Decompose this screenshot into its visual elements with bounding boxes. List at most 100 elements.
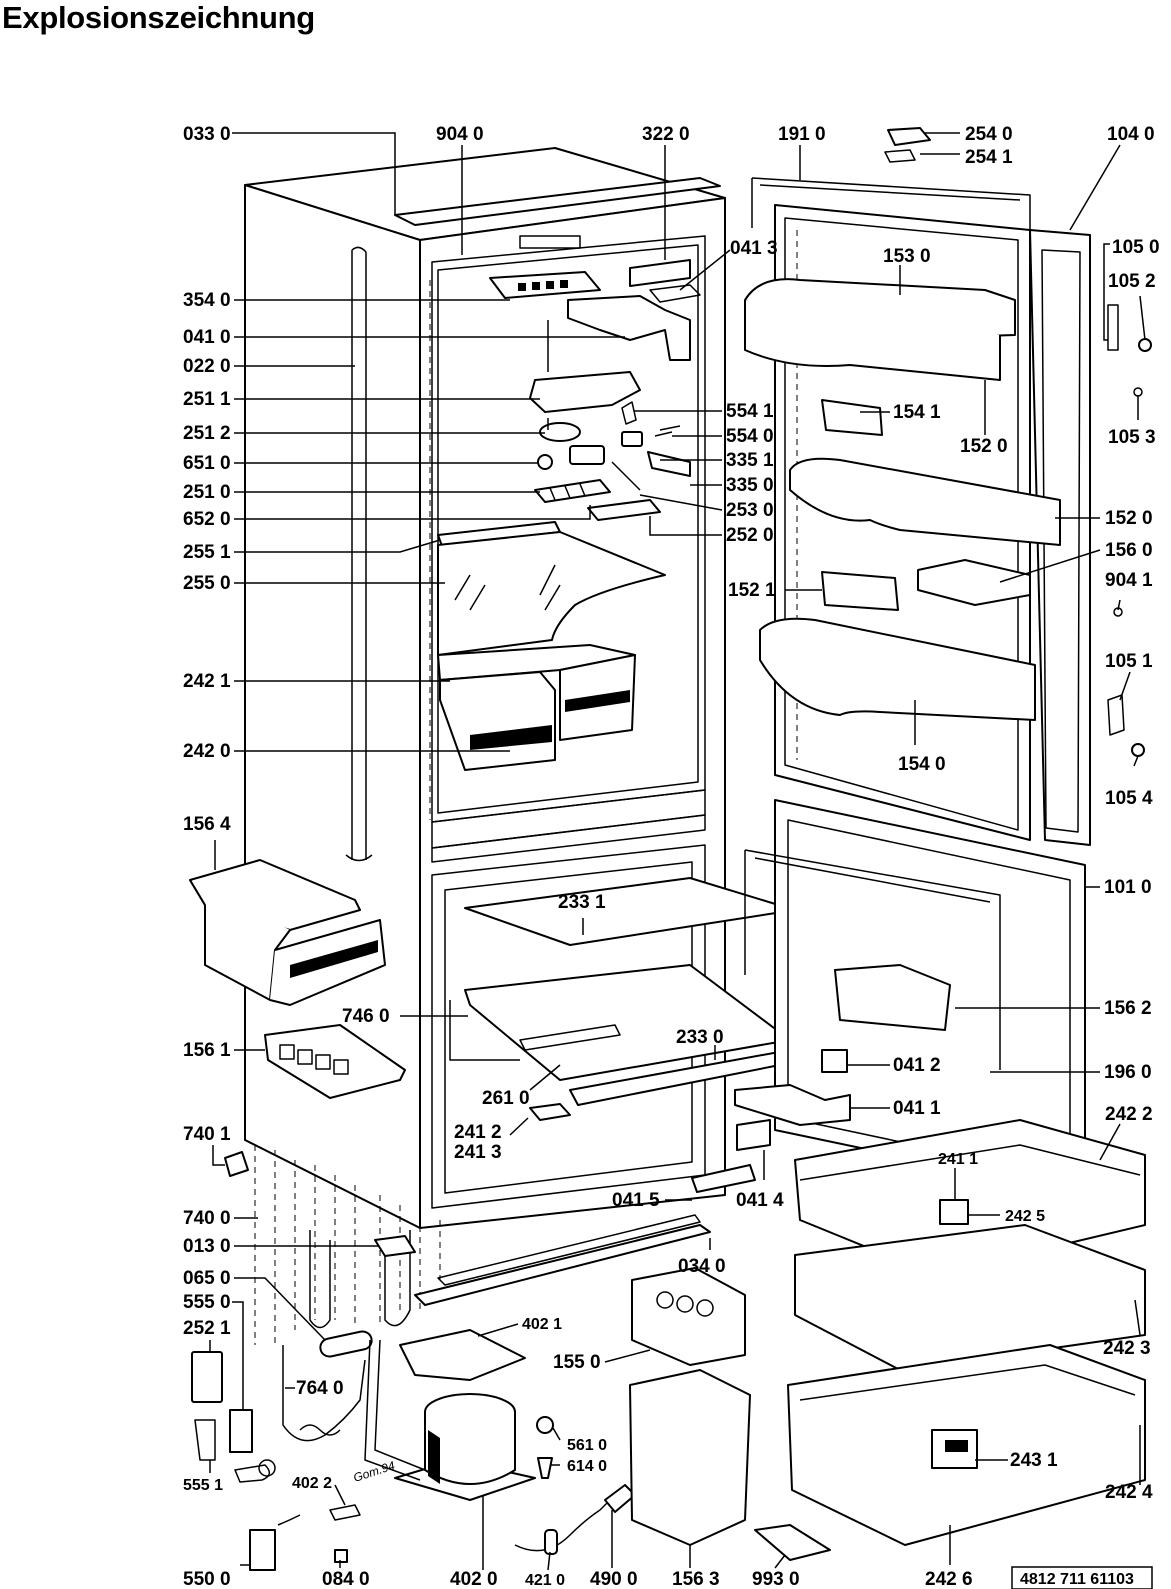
label-322-0: 322 0 [642, 124, 690, 145]
label-251-0: 251 0 [183, 482, 231, 503]
document-number-box: 4812 711 61103 [1011, 1566, 1153, 1589]
label-065-0: 065 0 [183, 1268, 231, 1289]
label-022-0: 022 0 [183, 356, 231, 377]
label-041-0: 041 0 [183, 327, 231, 348]
label-561-0: 561 0 [567, 1437, 607, 1454]
label-105-2: 105 2 [1108, 271, 1156, 292]
label-105-3: 105 3 [1108, 427, 1156, 448]
label-153-0: 153 0 [883, 246, 931, 267]
gasket-strip [345, 246, 373, 862]
vegetable-drawers [437, 644, 636, 771]
label-242-3: 242 3 [1103, 1338, 1151, 1359]
label-253-0: 253 0 [726, 500, 774, 521]
label-550-0: 550 0 [183, 1569, 231, 1589]
label-335-1: 335 1 [726, 450, 774, 471]
label-191-0: 191 0 [778, 124, 826, 145]
compressor [249, 1329, 636, 1571]
label-241-3: 241 3 [454, 1142, 502, 1163]
label-152-0-lower: 152 0 [1105, 508, 1153, 529]
label-764-0: 764 0 [296, 1378, 344, 1399]
label-034-0: 034 0 [678, 1256, 726, 1277]
label-251-2: 251 2 [183, 423, 231, 444]
label-233-0: 233 0 [676, 1027, 724, 1048]
label-152-1: 152 1 [728, 580, 776, 601]
label-402-2: 402 2 [292, 1475, 332, 1492]
label-154-1: 154 1 [893, 402, 941, 423]
fridge-door [744, 127, 1152, 846]
label-156-4: 156 4 [183, 814, 231, 835]
page-title: Explosionszeichnung [2, 0, 315, 35]
label-041-2: 041 2 [893, 1055, 941, 1076]
label-254-1: 254 1 [965, 147, 1013, 168]
misc-boxes [629, 1267, 831, 1561]
label-156-1: 156 1 [183, 1040, 231, 1061]
label-251-1: 251 1 [183, 389, 231, 410]
label-041-5: 041 5 [612, 1190, 660, 1211]
label-614-0: 614 0 [567, 1458, 607, 1475]
label-554-0: 554 0 [726, 426, 774, 447]
label-041-3: 041 3 [730, 238, 778, 259]
label-740-1: 740 1 [183, 1124, 231, 1145]
label-101-0: 101 0 [1104, 877, 1152, 898]
label-152-0-upper: 152 0 [960, 436, 1008, 457]
bracket-740-1 [224, 1151, 249, 1177]
label-740-0: 740 0 [183, 1208, 231, 1229]
label-242-2: 242 2 [1105, 1104, 1153, 1125]
label-242-5: 242 5 [1005, 1208, 1045, 1225]
label-156-3: 156 3 [672, 1569, 720, 1589]
label-904-1: 904 1 [1105, 570, 1153, 591]
capillary-764-0 [282, 1345, 366, 1442]
label-084-0: 084 0 [322, 1569, 370, 1589]
label-243-1: 243 1 [1010, 1450, 1058, 1471]
label-335-0: 335 0 [726, 475, 774, 496]
condenser-coil [254, 1145, 711, 1358]
label-196-0: 196 0 [1104, 1062, 1152, 1083]
label-041-1: 041 1 [893, 1098, 941, 1119]
label-554-1: 554 1 [726, 401, 774, 422]
label-233-1: 233 1 [558, 892, 606, 913]
label-242-4: 242 4 [1105, 1482, 1153, 1503]
label-241-2: 241 2 [454, 1122, 502, 1143]
label-241-1: 241 1 [938, 1151, 978, 1168]
label-555-0: 555 0 [183, 1292, 231, 1313]
switch-parts [191, 1351, 276, 1483]
freezer-drawers [787, 1119, 1146, 1546]
label-252-0: 252 0 [726, 525, 774, 546]
label-254-0: 254 0 [965, 124, 1013, 145]
label-105-1: 105 1 [1105, 651, 1153, 672]
document-number: 4812 711 61103 [1020, 1571, 1134, 1588]
leader-lines [209, 132, 1146, 1571]
label-104-0: 104 0 [1107, 124, 1155, 145]
ice-box [189, 859, 386, 1006]
freezer-shelves [449, 877, 796, 1121]
label-421-0: 421 0 [525, 1572, 565, 1589]
label-402-1: 402 1 [522, 1316, 562, 1333]
label-154-0: 154 0 [898, 754, 946, 775]
label-033-0: 033 0 [183, 124, 231, 145]
label-105-0: 105 0 [1112, 237, 1160, 258]
label-904-0: 904 0 [436, 124, 484, 145]
label-746-0: 746 0 [342, 1006, 390, 1027]
clip-013-0 [374, 1235, 416, 1257]
label-402-0: 402 0 [450, 1569, 498, 1589]
label-555-1: 555 1 [183, 1477, 223, 1494]
label-261-0: 261 0 [482, 1088, 530, 1109]
label-013-0: 013 0 [183, 1236, 231, 1257]
glass-shelf [437, 521, 666, 656]
label-105-4: 105 4 [1105, 788, 1153, 809]
part-labels: 033 0 904 0 322 0 191 0 254 0 254 1 104 … [183, 124, 1160, 1589]
label-242-6: 242 6 [925, 1569, 973, 1589]
label-242-0: 242 0 [183, 741, 231, 762]
label-651-0: 651 0 [183, 453, 231, 474]
thermostat-assembly [489, 259, 701, 521]
label-252-1: 252 1 [183, 1318, 231, 1339]
label-041-4: 041 4 [736, 1190, 784, 1211]
ice-tray [264, 1024, 406, 1099]
label-354-0: 354 0 [183, 290, 231, 311]
label-993-0: 993 0 [752, 1569, 800, 1589]
label-255-0: 255 0 [183, 573, 231, 594]
label-490-0: 490 0 [590, 1569, 638, 1589]
label-255-1: 255 1 [183, 542, 231, 563]
label-156-0: 156 0 [1105, 540, 1153, 561]
